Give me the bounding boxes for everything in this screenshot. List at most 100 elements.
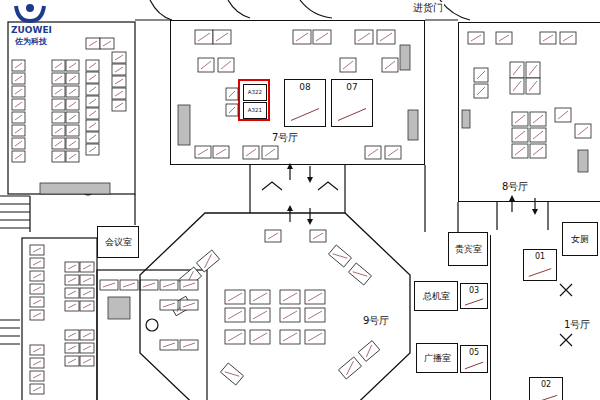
sold-mark <box>465 362 483 369</box>
booth-stall <box>512 144 528 158</box>
booth-stall <box>385 146 401 159</box>
sold-mark <box>471 35 481 41</box>
stall-outline <box>555 108 571 122</box>
sold-mark <box>308 293 322 301</box>
booth-stall <box>52 86 65 97</box>
stall-outline <box>540 32 556 44</box>
sold-mark <box>358 33 370 41</box>
stall-outline <box>86 72 99 83</box>
booth-stand: 02 <box>529 377 563 400</box>
booth-stall <box>243 146 259 159</box>
booth-stall <box>86 38 100 49</box>
sold-mark <box>55 102 62 107</box>
stall-outline <box>65 275 79 285</box>
booth-stall <box>226 88 238 100</box>
sold-mark <box>33 274 41 278</box>
sold-mark <box>535 395 557 400</box>
sold-mark <box>228 333 242 341</box>
booth-stall <box>112 52 126 63</box>
sold-mark <box>33 313 41 317</box>
sold-mark <box>225 367 240 381</box>
booth-stall <box>250 290 270 304</box>
booth-stall <box>100 38 114 49</box>
sold-mark <box>68 359 76 363</box>
stall-outline <box>12 151 25 162</box>
booth-stall <box>86 84 99 95</box>
grey-bar <box>400 45 410 70</box>
booth-cell: A321 <box>243 102 267 119</box>
stall-outline <box>30 310 44 320</box>
stall-outline <box>510 62 524 78</box>
sold-mark <box>115 55 123 60</box>
stall-outline <box>30 271 44 281</box>
booth-stall <box>66 99 79 110</box>
booth-stall <box>280 330 300 344</box>
stall-outline <box>265 230 281 242</box>
sold-mark <box>558 111 568 119</box>
booth-stall <box>80 301 94 311</box>
booth-stall <box>365 146 381 159</box>
stall-outline <box>86 120 99 131</box>
sold-mark <box>228 293 242 301</box>
stall-outline <box>86 84 99 95</box>
stall-outline <box>213 30 231 44</box>
sold-mark <box>198 149 208 155</box>
stall-outline <box>66 112 79 123</box>
grey-bars <box>40 45 588 319</box>
booth-stall <box>66 151 79 162</box>
sold-mark <box>353 267 368 281</box>
stall-outline <box>280 308 300 322</box>
room-name: 贵宾室 <box>455 244 482 254</box>
stall-outline <box>52 151 65 162</box>
service-room: 总机室 <box>414 281 458 311</box>
sold-mark <box>368 149 378 156</box>
booth-number: 03 <box>469 286 479 295</box>
stall-outline <box>305 308 325 322</box>
stall-outline <box>377 30 395 44</box>
booth-number: A321 <box>248 107 262 113</box>
sold-mark <box>69 102 76 107</box>
booth-stall <box>80 262 94 272</box>
sold-mark <box>201 254 216 268</box>
stall-outline <box>66 151 79 162</box>
stall-outline <box>80 275 94 285</box>
room-name: 会议室 <box>105 237 132 247</box>
booth-stall <box>30 284 44 294</box>
stairs <box>0 196 30 232</box>
booth-stall <box>112 76 126 87</box>
stall-outline <box>220 363 243 385</box>
stall-outline <box>66 138 79 149</box>
stall-outline <box>80 330 94 340</box>
sold-mark <box>33 374 41 378</box>
stall-outline <box>52 112 65 123</box>
sold-mark <box>89 123 96 128</box>
sold-mark <box>477 87 485 95</box>
booth-stall <box>313 30 331 44</box>
booth-stall <box>52 99 65 110</box>
sold-mark <box>33 248 41 252</box>
stall-outline <box>12 60 25 71</box>
booth-stall <box>280 290 300 304</box>
sold-mark <box>68 278 76 282</box>
sold-mark <box>89 99 96 104</box>
booth-stall <box>218 58 234 72</box>
up-arrow <box>511 198 512 212</box>
stall-outline <box>66 125 79 136</box>
stall-outline <box>30 358 44 368</box>
stall-outline <box>30 371 44 381</box>
grey-square <box>108 297 130 319</box>
down-arrow <box>309 208 310 222</box>
booth-stall <box>66 125 79 136</box>
sold-mark <box>563 35 573 41</box>
sold-mark <box>83 346 91 350</box>
stall-outline <box>112 100 126 111</box>
sold-mark <box>123 283 135 287</box>
stall-outline <box>213 146 229 158</box>
exhibition-hall: 8号厅 <box>458 22 600 202</box>
stall-outline <box>474 68 488 82</box>
booth-stall <box>265 230 281 242</box>
booth-stall <box>52 60 65 71</box>
sold-mark <box>253 311 267 319</box>
exhibition-hall: 7号厅A322A3210807 <box>170 20 425 165</box>
hall-outline <box>140 213 410 400</box>
